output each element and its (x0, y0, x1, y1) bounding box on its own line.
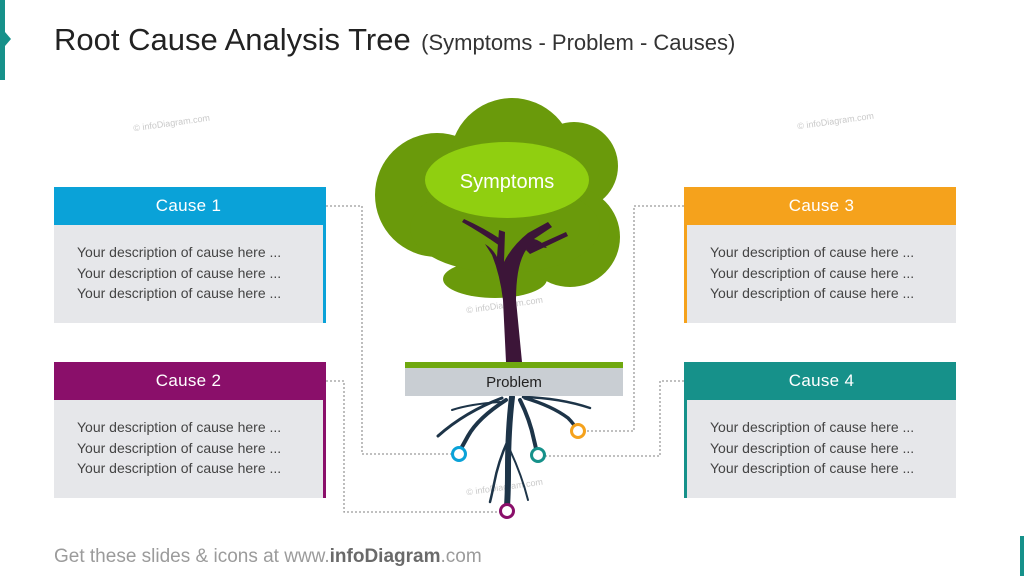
connector-cause-1 (326, 205, 455, 455)
cause-card-header: Cause 1 (54, 187, 323, 225)
cause-description-line: Your description of cause here ... (77, 264, 282, 281)
cause-description-line: Your description of cause here ... (77, 460, 282, 476)
cause-description-line: Your description of cause here ... (77, 439, 282, 456)
footer-suffix: .com (440, 546, 482, 567)
connector-cause-2 (326, 380, 501, 513)
cause-description-line: Your description of cause here ... (77, 244, 282, 260)
root-node-cause-3 (570, 423, 586, 439)
cause-description-line: Your description of cause here ... (710, 460, 915, 476)
cause-card-header: Cause 2 (54, 362, 323, 400)
footer-brand: infoDiagram (329, 546, 441, 567)
cause-card-body: Your description of cause here ... Your … (687, 400, 956, 479)
footer-promo: Get these slides & icons at www.infoDiag… (54, 546, 482, 568)
cause-description-line: Your description of cause here ... (77, 419, 282, 435)
cause-description-line: Your description of cause here ... (710, 285, 915, 301)
cause-card-3: Cause 3 Your description of cause here .… (684, 187, 956, 323)
title-main: Root Cause Analysis Tree (54, 22, 411, 57)
problem-label: Problem (486, 373, 542, 391)
cause-card-header: Cause 3 (687, 187, 956, 225)
connector-cause-4 (541, 380, 684, 457)
connector-cause-3 (583, 205, 684, 432)
footer-prefix: Get these slides & icons at www. (54, 546, 330, 567)
root-nodes (451, 423, 586, 519)
cause-description-line: Your description of cause here ... (710, 264, 915, 281)
slide-accent-bar-right (1020, 536, 1024, 576)
cause-description-line: Your description of cause here ... (710, 244, 915, 260)
page-title: Root Cause Analysis Tree (Symptoms - Pro… (54, 22, 735, 58)
cause-card-header: Cause 4 (687, 362, 956, 400)
cause-description-line: Your description of cause here ... (710, 439, 915, 456)
cause-description-line: Your description of cause here ... (710, 419, 915, 435)
tree-canopy (375, 98, 620, 298)
symptoms-label: Symptoms (460, 171, 554, 193)
cause-card-4: Cause 4 Your description of cause here .… (684, 362, 956, 498)
title-subtitle: (Symptoms - Problem - Causes) (421, 30, 736, 55)
root-node-cause-1 (451, 446, 467, 462)
cause-card-body: Your description of cause here ... Your … (687, 225, 956, 304)
root-node-cause-2 (499, 503, 515, 519)
symptoms-bubble (425, 142, 589, 218)
root-node-cause-4 (530, 447, 546, 463)
cause-card-body: Your description of cause here ... Your … (54, 400, 323, 479)
connector-lines (326, 205, 684, 513)
cause-card-1: Cause 1 Your description of cause here .… (54, 187, 326, 323)
slide-accent-bar (0, 0, 5, 80)
tree-trunk (462, 219, 568, 362)
cause-card-body: Your description of cause here ... Your … (54, 225, 323, 304)
cause-description-line: Your description of cause here ... (77, 285, 282, 301)
slide-accent-arrow (5, 32, 11, 46)
problem-box: Problem (405, 362, 623, 396)
cause-card-2: Cause 2 Your description of cause here .… (54, 362, 326, 498)
